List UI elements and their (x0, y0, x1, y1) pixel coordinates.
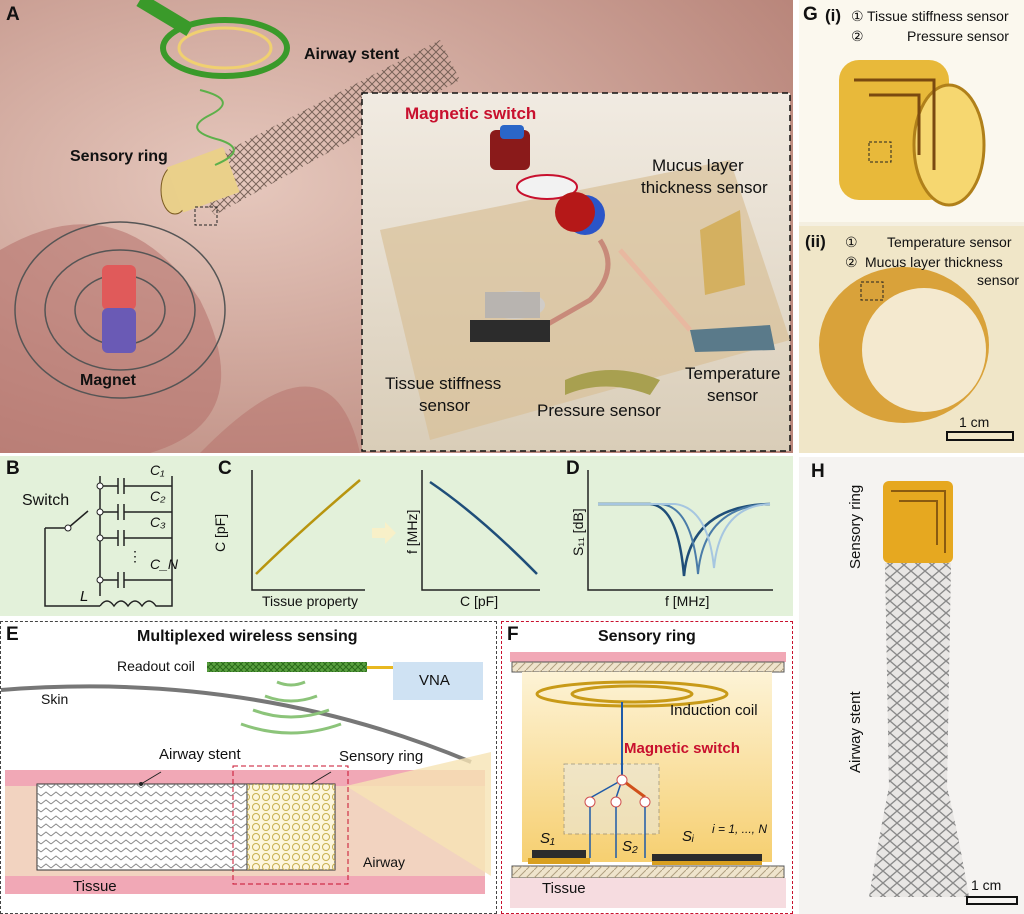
panel-e: E Multiplexed wireless sensing Readout c… (0, 621, 497, 914)
s1-label: S₁ (540, 830, 555, 847)
s2-label: S₂ (622, 838, 638, 855)
panel-h-photo (869, 481, 1018, 905)
h-airway-stent-label: Airway stent (847, 691, 864, 773)
tissue-stiffness-label-2: sensor (419, 396, 471, 415)
g-i-num-2: ② (851, 28, 864, 44)
panel-b-label: B (6, 458, 20, 479)
panel-h-label: H (811, 461, 825, 482)
skin-label: Skin (41, 691, 69, 707)
panel-g-photos (799, 0, 1024, 453)
e-title: Multiplexed wireless sensing (137, 628, 358, 645)
panel-a-label: A (6, 4, 20, 25)
switch-label: Switch (22, 492, 70, 509)
cap-label-2: C₂ (150, 488, 166, 504)
panel-g-label: G (803, 4, 818, 25)
magnet-label: Magnet (80, 372, 136, 389)
g-ii-temperature: Temperature sensor (887, 234, 1012, 250)
panel-h: H Sensory ring Airway stent 1 cm (799, 457, 1024, 914)
si-label: Sᵢ (682, 828, 694, 845)
panel-a-illustration (0, 0, 793, 453)
index-label: i = 1, ..., N (712, 822, 768, 836)
readout-coil-label: Readout coil (117, 658, 195, 674)
mucus-sensor-label-2: thickness sensor (641, 178, 768, 197)
cap-label-n: C_N (150, 556, 179, 572)
h-sensory-ring-label: Sensory ring (847, 484, 864, 569)
pressure-sensor-label: Pressure sensor (537, 401, 661, 420)
cap-label-1: C₁ (150, 462, 165, 478)
f-title: Sensory ring (598, 628, 696, 645)
c1-xlabel: Tissue property (262, 593, 358, 609)
e-tissue-label: Tissue (73, 878, 117, 895)
airway-label: Airway (363, 854, 406, 870)
panel-bcd-graphics (44, 470, 773, 608)
cap-label-3: C₃ (150, 514, 166, 530)
induction-coil-label: Induction coil (670, 702, 758, 719)
g-ii-num-2: ② (845, 254, 858, 270)
panel-a: A Airway stent Sensory ring Magnet Magne… (0, 0, 793, 453)
g-i-num-1: ① (851, 8, 864, 24)
g-scale-label: 1 cm (959, 414, 990, 430)
g-ii-mucus-2: sensor (977, 272, 1020, 288)
panel-f-label: F (507, 624, 519, 645)
g-ii-num-1: ① (845, 234, 858, 250)
f-tissue-label: Tissue (542, 880, 586, 897)
panel-e-graphics (1, 662, 491, 894)
c1-ylabel: C [pF] (212, 513, 228, 552)
panel-e-label: E (6, 624, 19, 645)
vna-label: VNA (419, 672, 450, 689)
temperature-sensor-label-2: sensor (707, 386, 759, 405)
panel-bcd: B Switch C₁ C₂ C₃ ⋮ C_N L C C [pF] Tissu… (0, 456, 793, 616)
c2-xlabel: C [pF] (460, 593, 499, 609)
g-i-pressure: Pressure sensor (907, 28, 1009, 44)
g-i-tissue-stiffness: Tissue stiffness sensor (867, 8, 1009, 24)
panel-f-graphics (510, 652, 786, 908)
c2-ylabel: f [MHz] (404, 509, 420, 554)
panel-g: G (i) ① Tissue stiffness sensor ② Pressu… (799, 0, 1024, 453)
panel-f: F Sensory ring Induction coil Magnetic s… (501, 621, 793, 914)
g-ii-label: (ii) (805, 232, 826, 251)
panel-d-label: D (566, 458, 580, 479)
temperature-sensor-label-1: Temperature (685, 364, 781, 383)
h-scale-label: 1 cm (971, 877, 1002, 893)
f-magnetic-switch-label: Magnetic switch (624, 740, 740, 757)
sensory-ring-label: Sensory ring (70, 148, 168, 165)
d-xlabel: f [MHz] (665, 593, 710, 609)
inductor-label: L (80, 588, 89, 605)
d-ylabel: S₁₁ [dB] (570, 508, 586, 556)
e-airway-stent-label: Airway stent (159, 746, 241, 763)
e-sensory-ring-label: Sensory ring (339, 748, 424, 765)
airway-stent-label: Airway stent (304, 46, 400, 63)
tissue-stiffness-label-1: Tissue stiffness (385, 374, 502, 393)
panel-c-label: C (218, 458, 232, 479)
mucus-sensor-label-1: Mucus layer (652, 156, 744, 175)
g-ii-mucus-1: Mucus layer thickness (865, 254, 1003, 270)
magnetic-switch-label: Magnetic switch (405, 104, 537, 123)
g-i-label: (i) (825, 6, 842, 25)
cap-dots: ⋮ (128, 548, 142, 564)
